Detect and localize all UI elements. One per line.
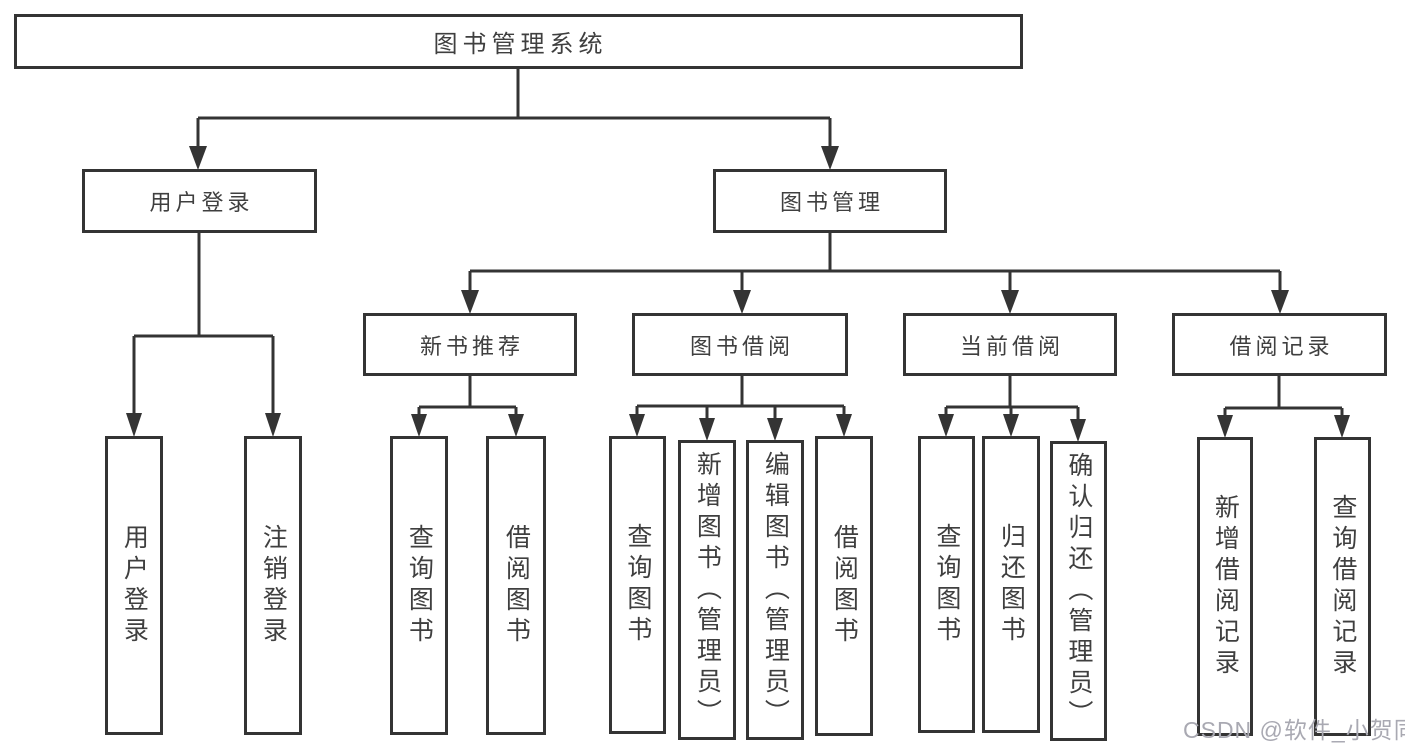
leaf-current-query-books: 查询图书 xyxy=(918,436,975,733)
leaf-newbook-query-books-label: 查询图书 xyxy=(405,523,434,648)
leaf-borrow-borrow-books: 借阅图书 xyxy=(815,436,873,736)
node-user-login-label: 用户登录 xyxy=(149,190,254,215)
leaf-current-query-books-label: 查询图书 xyxy=(932,522,961,647)
leaf-newbook-borrow-books-label: 借阅图书 xyxy=(502,523,531,648)
leaf-newbook-borrow-books: 借阅图书 xyxy=(486,436,546,735)
node-book-borrow-label: 图书借阅 xyxy=(689,333,794,359)
node-book-management-label: 图书管理 xyxy=(779,190,884,215)
node-root-label: 图书管理系统 xyxy=(433,31,608,58)
leaf-confirm-return-admin: 确认归还（管理员） xyxy=(1050,441,1107,741)
node-book-borrow: 图书借阅 xyxy=(632,313,848,376)
node-root: 图书管理系统 xyxy=(14,14,1023,69)
leaf-add-borrow-record: 新增借阅记录 xyxy=(1197,437,1253,736)
node-current-borrow-label: 当前借阅 xyxy=(959,333,1064,359)
leaf-query-borrow-record: 查询借阅记录 xyxy=(1314,437,1371,736)
leaf-logout: 注销登录 xyxy=(244,436,302,735)
leaf-user-login: 用户登录 xyxy=(105,436,163,735)
leaf-edit-book-admin-label: 编辑图书（管理员） xyxy=(761,450,790,730)
leaf-add-book-admin-label: 新增图书（管理员） xyxy=(693,450,722,730)
leaf-query-borrow-record-label: 查询借阅记录 xyxy=(1328,493,1357,680)
leaf-confirm-return-admin-label: 确认归还（管理员） xyxy=(1064,451,1093,731)
leaf-newbook-query-books: 查询图书 xyxy=(390,436,448,735)
node-new-book-recommend: 新书推荐 xyxy=(363,313,577,376)
node-user-login: 用户登录 xyxy=(82,169,317,233)
node-borrow-records: 借阅记录 xyxy=(1172,313,1387,376)
node-new-book-recommend-label: 新书推荐 xyxy=(419,333,524,359)
leaf-add-borrow-record-label: 新增借阅记录 xyxy=(1211,493,1240,680)
leaf-return-books-label: 归还图书 xyxy=(997,522,1026,647)
leaf-logout-label: 注销登录 xyxy=(259,523,288,648)
leaf-add-book-admin: 新增图书（管理员） xyxy=(678,440,736,740)
leaf-return-books: 归还图书 xyxy=(982,436,1040,733)
node-borrow-records-label: 借阅记录 xyxy=(1229,333,1334,359)
leaf-borrow-query-books: 查询图书 xyxy=(609,436,666,734)
watermark: CSDN @软件_小贺同学 xyxy=(1183,717,1405,743)
leaf-edit-book-admin: 编辑图书（管理员） xyxy=(746,440,804,740)
leaf-user-login-label: 用户登录 xyxy=(120,523,149,648)
leaf-borrow-query-books-label: 查询图书 xyxy=(623,523,652,647)
node-current-borrow: 当前借阅 xyxy=(903,313,1117,376)
leaf-borrow-borrow-books-label: 借阅图书 xyxy=(830,524,859,648)
node-book-management: 图书管理 xyxy=(713,169,947,233)
